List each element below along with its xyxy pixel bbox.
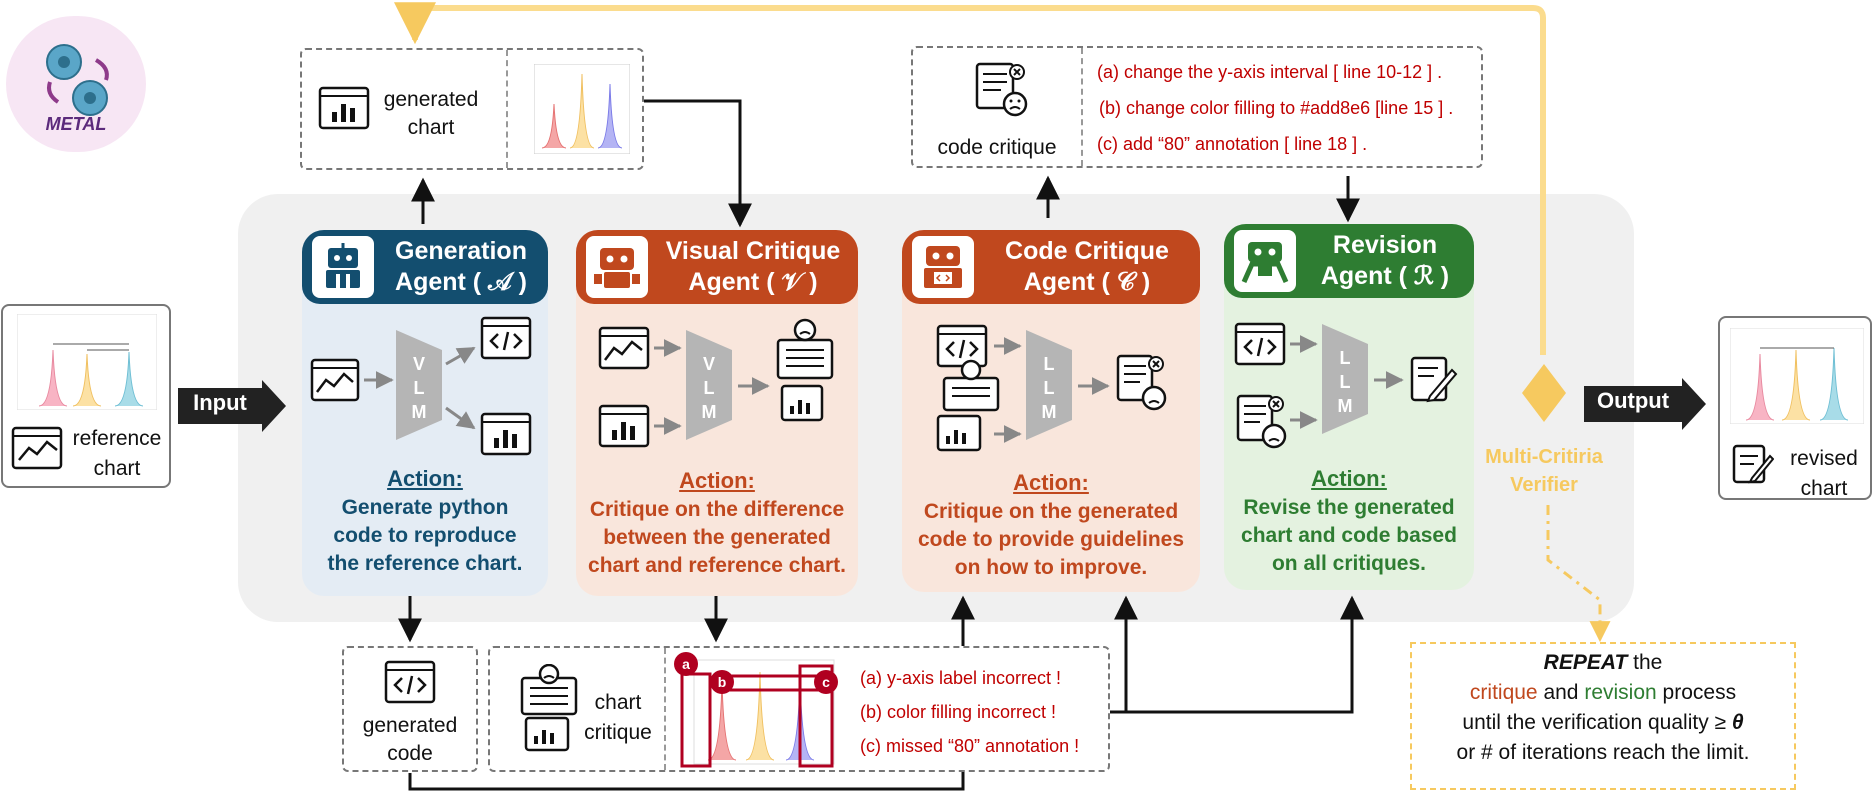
generation-action-label: Action: (387, 466, 463, 491)
revise-pencil-icon (1730, 442, 1774, 486)
output-arrow: Output (1584, 378, 1708, 435)
code-critique-icon (1116, 354, 1167, 411)
logo-label: METAL (45, 114, 107, 134)
reference-chart-thumbnail (16, 313, 158, 411)
revision-flow: L L M (1234, 322, 1458, 449)
robot-icon (312, 236, 374, 298)
code-critique-label: code critique (937, 136, 1057, 159)
svg-text:V: V (703, 354, 715, 374)
robot-icon (1234, 230, 1296, 292)
verifier-diamond-icon (1520, 362, 1568, 429)
chart-critique-item-a: (a) y-axis label incorrect ! (860, 668, 1062, 688)
revised-chart-thumbnail (1729, 327, 1865, 425)
svg-text:L: L (704, 378, 715, 398)
bar-chart-icon (480, 412, 532, 456)
code-icon (480, 316, 532, 360)
robot-icon (912, 236, 974, 298)
input-arrow: Input (178, 380, 288, 437)
line-chart-icon (598, 326, 650, 370)
marker-b: b (710, 670, 734, 694)
svg-text:L: L (1340, 372, 1351, 392)
chart-critique-icon (936, 359, 1000, 452)
marker-c: c (814, 670, 838, 694)
revise-pencil-icon (1410, 356, 1458, 403)
code-icon (384, 660, 436, 704)
svg-text:M: M (412, 402, 427, 422)
robot-icon (586, 236, 648, 298)
svg-text:M: M (1338, 396, 1353, 416)
chart-critique-item-b: (b) color filling incorrect ! (860, 702, 1057, 722)
svg-text:V: V (413, 354, 425, 374)
marker-a: a (674, 652, 698, 676)
input-label: Input (193, 390, 247, 415)
code-critique-box: code critique (a) change the y-axis inte… (911, 46, 1483, 168)
annotated-chart-thumbnail: a b c (674, 652, 842, 768)
code-critique-icon (973, 60, 1029, 120)
output-label: Output (1596, 388, 1670, 413)
bar-chart-icon (318, 86, 370, 130)
code-critique-icon (1236, 394, 1287, 449)
svg-text:L: L (1044, 378, 1055, 398)
code-critique-item-b: (b) change color filling to #add8e6 [lin… (1099, 98, 1454, 118)
svg-text:L: L (1340, 348, 1351, 368)
visual-critique-action-label: Action: (679, 468, 755, 493)
svg-text:L: L (414, 378, 425, 398)
chart-critique-icon (776, 318, 834, 422)
code-critique-item-c: (c) add “80” annotation [ line 18 ] . (1097, 134, 1368, 154)
metal-logo: METAL (6, 16, 146, 152)
svg-text:L: L (1044, 354, 1055, 374)
line-chart-icon (11, 426, 63, 470)
revision-action-label: Action: (1311, 466, 1387, 491)
code-critique-action-label: Action: (1013, 470, 1089, 495)
repeat-dashed-arrow (1546, 505, 1611, 643)
bar-chart-icon (598, 404, 650, 448)
chart-critique-icon (518, 664, 580, 754)
line-chart-icon (310, 358, 360, 402)
code-critique-flow: L L M (936, 324, 1167, 452)
chart-critique-item-c: (c) missed “80” annotation ! (860, 736, 1080, 756)
svg-text:M: M (1042, 402, 1057, 422)
feedback-loop-arrow (394, 2, 1546, 355)
code-icon (936, 324, 988, 368)
code-critique-item-a: (a) change the y-axis interval [ line 10… (1097, 62, 1443, 82)
code-icon (1234, 322, 1286, 366)
generated-chart-thumbnail (533, 63, 631, 155)
repeat-condition-box: REPEAT the critique and revision process… (1410, 642, 1796, 790)
svg-text:M: M (702, 402, 717, 422)
generation-flow: V L M (310, 316, 532, 456)
visual-critique-flow: V L M (598, 318, 834, 448)
gears-icon (46, 44, 109, 116)
